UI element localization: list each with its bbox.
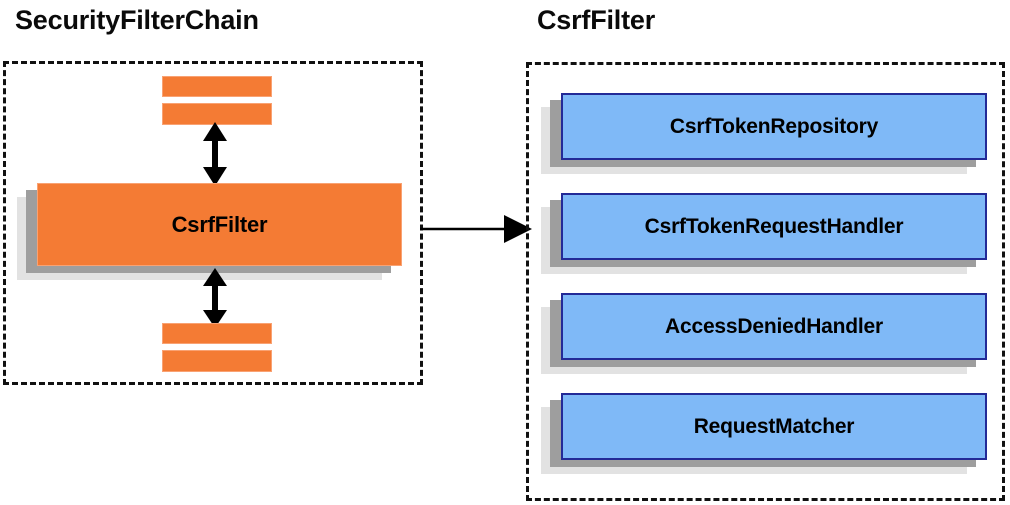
collaborator-node-label: RequestMatcher <box>693 415 855 438</box>
filter-bar-top-2 <box>162 103 272 125</box>
securityfilterchain-panel <box>3 61 423 385</box>
node-face: CsrfTokenRequestHandler <box>561 193 987 260</box>
collaborator-node-0[interactable]: CsrfTokenRepository <box>541 93 987 174</box>
node-face: CsrfFilter <box>37 183 402 266</box>
double-arrow-below-csrffilter <box>203 268 227 328</box>
filter-bar-bottom-2 <box>162 350 272 372</box>
filter-bar-bottom-1 <box>162 323 272 344</box>
arrow-securityfilterchain-to-csrffilter <box>420 215 532 243</box>
node-face: CsrfTokenRepository <box>561 93 987 160</box>
collaborator-node-1[interactable]: CsrfTokenRequestHandler <box>541 193 987 274</box>
collaborator-node-3[interactable]: RequestMatcher <box>541 393 987 474</box>
filter-bar-top-1 <box>162 76 272 97</box>
collaborator-node-2[interactable]: AccessDeniedHandler <box>541 293 987 374</box>
double-arrow-above-csrffilter <box>203 122 227 186</box>
csrffilter-collaborators-panel <box>526 62 1005 501</box>
page-title-csrffilter: CsrfFilter <box>537 5 656 35</box>
node-face: AccessDeniedHandler <box>561 293 987 360</box>
page-title-securityfilterchain: SecurityFilterChain <box>15 5 259 35</box>
collaborator-node-label: AccessDeniedHandler <box>665 315 883 338</box>
collaborator-node-label: CsrfTokenRequestHandler <box>644 215 904 238</box>
node-face: RequestMatcher <box>561 393 987 460</box>
csrffilter-node-label: CsrfFilter <box>171 211 268 237</box>
csrffilter-node[interactable]: CsrfFilter <box>17 183 402 280</box>
collaborator-node-label: CsrfTokenRepository <box>669 115 879 138</box>
